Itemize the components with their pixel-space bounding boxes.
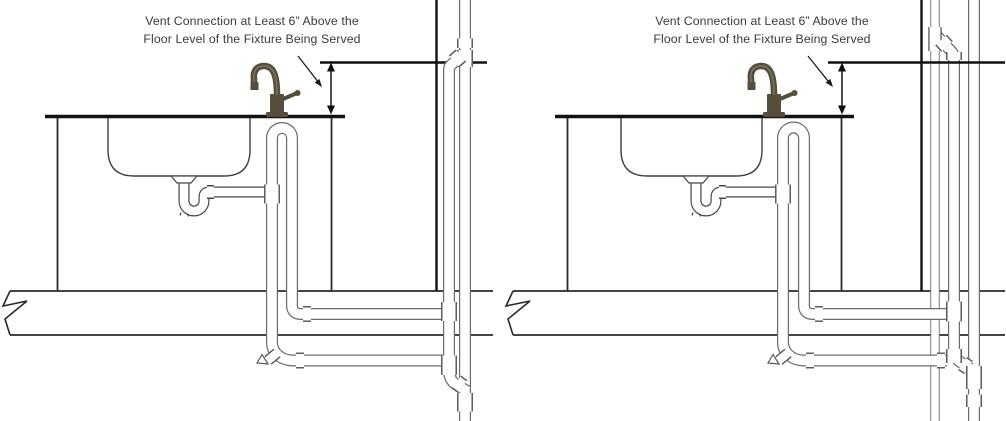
leader-arrow bbox=[807, 55, 833, 87]
sink-basin bbox=[107, 117, 251, 177]
annotation-line1: Vent Connection at Least 6” Above the bbox=[145, 14, 359, 28]
break-line-symbol bbox=[504, 290, 531, 336]
faucet-handle-knob bbox=[791, 90, 798, 96]
annotation-line2: Floor Level of the Fixture Being Served bbox=[653, 31, 871, 46]
faucet-column bbox=[767, 94, 781, 117]
vent-connection-annotation: Vent Connection at Least 6” Above the Fl… bbox=[648, 13, 876, 48]
leader-line bbox=[297, 55, 320, 84]
break-line-symbol bbox=[1, 290, 28, 336]
dimension-arrowhead-down bbox=[327, 105, 335, 115]
dimension-arrowhead-up bbox=[327, 62, 335, 72]
floor-structure bbox=[1, 290, 493, 336]
island-loop-vent-pipe bbox=[266, 122, 443, 320]
cabinet bbox=[56, 118, 333, 291]
vent-connection-annotation: Vent Connection at Least 6” Above the Fl… bbox=[138, 13, 366, 48]
vent-riser-and-drain-runs bbox=[264, 48, 472, 397]
pipe-fittings bbox=[719, 27, 982, 407]
leader-arrow bbox=[297, 55, 322, 87]
faucet-spout-tip bbox=[250, 82, 259, 90]
annotation-line1: Vent Connection at Least 6” Above the bbox=[655, 14, 869, 28]
dimension-arrow bbox=[838, 62, 846, 115]
leader-arrowhead bbox=[825, 78, 833, 87]
p-trap bbox=[690, 176, 780, 217]
leader-arrowhead bbox=[314, 78, 322, 87]
sink-strainer bbox=[681, 175, 711, 184]
cabinet bbox=[566, 118, 843, 291]
faucet-gooseneck bbox=[250, 62, 281, 96]
faucet-gooseneck bbox=[747, 62, 778, 96]
faucet-spout-tip bbox=[747, 82, 756, 90]
faucet bbox=[250, 62, 301, 117]
vent-riser-and-drain-runs bbox=[775, 29, 974, 374]
p-trap bbox=[178, 176, 269, 217]
trap-union-marks bbox=[179, 212, 190, 217]
annotation-line2: Floor Level of the Fixture Being Served bbox=[143, 31, 361, 46]
floor-structure bbox=[504, 290, 1005, 336]
trap-union-marks bbox=[691, 212, 702, 217]
sink-strainer bbox=[169, 175, 199, 184]
cleanout-plug bbox=[767, 353, 781, 365]
faucet-handle bbox=[779, 91, 794, 101]
faucet-handle-knob bbox=[294, 90, 301, 96]
dimension-arrowhead-up bbox=[838, 62, 846, 72]
sink-basin bbox=[620, 117, 763, 177]
faucet bbox=[747, 62, 798, 117]
dimension-arrow bbox=[327, 62, 335, 115]
faucet-highlight bbox=[750, 65, 775, 96]
plumbing-diagram-right bbox=[504, 0, 1005, 421]
diagram-panel-left: Vent Connection at Least 6” Above the Fl… bbox=[1, 0, 493, 421]
faucet-highlight bbox=[253, 65, 278, 96]
leader-line bbox=[807, 55, 831, 84]
plumbing-diagram-left bbox=[1, 0, 493, 421]
diagram-panel-right: Vent Connection at Least 6” Above the Fl… bbox=[503, 0, 1006, 421]
faucet-column bbox=[270, 94, 284, 117]
faucet-handle bbox=[282, 91, 297, 101]
pipe-fittings bbox=[207, 38, 473, 412]
dimension-arrowhead-down bbox=[838, 105, 846, 115]
cleanout-plug bbox=[256, 353, 270, 365]
